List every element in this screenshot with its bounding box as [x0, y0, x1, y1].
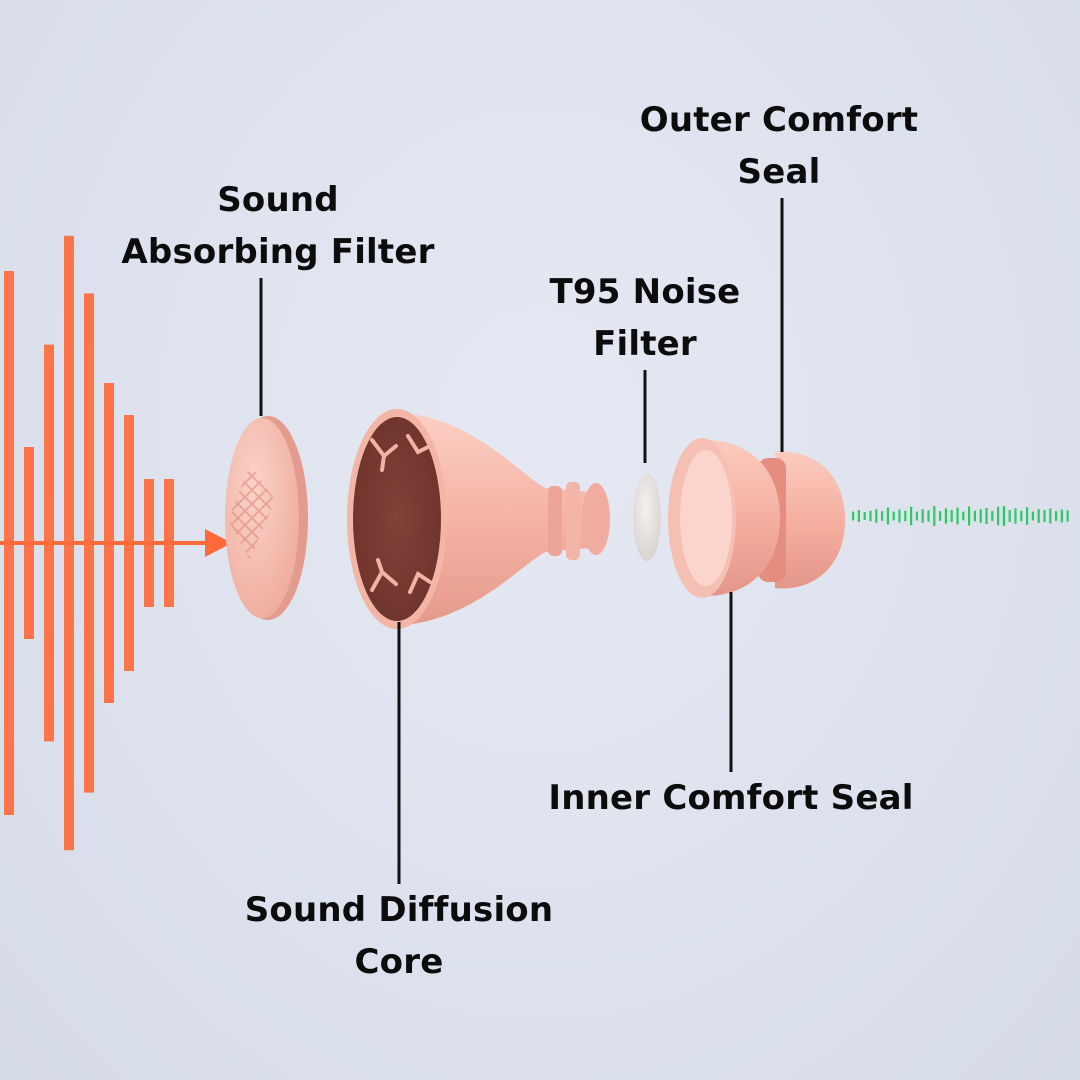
sound-absorbing-filter-part	[225, 416, 308, 620]
outgoing-wave-bar	[1037, 509, 1040, 523]
outgoing-wave-bar	[1049, 508, 1052, 524]
outgoing-wave-bar	[1020, 510, 1023, 522]
outgoing-wave-bar	[956, 507, 959, 525]
filtered-sound-wave	[852, 506, 1069, 526]
outgoing-wave-bar	[985, 508, 988, 524]
outgoing-wave-bar	[927, 510, 930, 522]
outgoing-wave-bar	[939, 511, 942, 521]
outgoing-wave-bar	[1002, 506, 1005, 526]
outgoing-wave-bar	[991, 511, 994, 521]
outgoing-wave-bar	[904, 510, 907, 522]
label-outer-comfort-seal: Outer Comfort Seal	[639, 100, 919, 192]
outgoing-wave-bar	[973, 510, 976, 522]
outgoing-wave-bar	[875, 509, 878, 523]
label-sound-diffusion-core: Sound Diffusion Core	[244, 890, 554, 982]
outgoing-wave-bar	[1014, 508, 1017, 524]
outgoing-wave-bar	[852, 511, 855, 521]
outgoing-wave-bar	[857, 510, 860, 522]
outgoing-wave-bar	[1008, 510, 1011, 522]
outgoing-wave-bar	[933, 506, 936, 526]
label-sound-absorbing-filter: Sound Absorbing Filter	[121, 180, 435, 272]
outgoing-wave-bar	[997, 506, 1000, 526]
outgoing-wave-bar	[898, 509, 901, 523]
sound-diffusion-core-part	[347, 409, 610, 629]
label-inner-comfort-seal: Inner Comfort Seal	[548, 778, 914, 818]
outgoing-wave-bar	[1043, 510, 1046, 522]
outgoing-wave-bar	[950, 510, 953, 522]
outgoing-wave-bar	[1055, 511, 1058, 521]
outgoing-wave-bar	[968, 506, 971, 526]
outgoing-wave-bar	[979, 509, 982, 523]
outgoing-wave-bar	[1031, 511, 1034, 521]
outgoing-wave-bar	[886, 507, 889, 525]
outgoing-wave-bar	[915, 511, 918, 521]
outgoing-wave-bar	[892, 511, 895, 521]
outgoing-wave-bar	[921, 509, 924, 523]
outgoing-wave-bar	[1026, 507, 1029, 525]
outgoing-wave-bar	[944, 508, 947, 524]
outgoing-wave-bar	[863, 512, 866, 520]
outgoing-wave-bar	[881, 511, 884, 521]
outgoing-wave-bar	[1066, 510, 1069, 522]
outgoing-wave-bar	[1060, 509, 1063, 523]
outgoing-wave-bar	[910, 506, 913, 526]
t95-noise-filter-part	[633, 473, 661, 561]
comfort-seal-part	[668, 438, 845, 598]
sound-direction-arrow	[0, 529, 232, 557]
label-t95-noise-filter: T95 Noise Filter	[549, 272, 741, 364]
outgoing-wave-bar	[869, 510, 872, 522]
outgoing-wave-bar	[962, 511, 965, 521]
